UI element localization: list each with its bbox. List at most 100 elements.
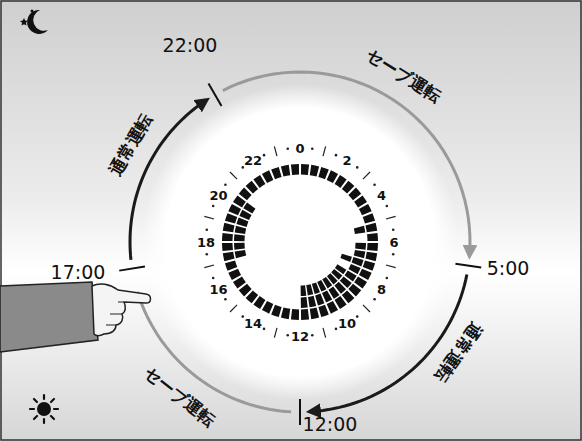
bar-cell bbox=[301, 309, 309, 320]
bar-cell bbox=[243, 203, 255, 214]
time-tick bbox=[209, 84, 222, 107]
half-hour-dot bbox=[286, 148, 289, 151]
bar-cell bbox=[355, 243, 366, 250]
bar-cell bbox=[365, 223, 377, 232]
hour-tick bbox=[204, 216, 214, 219]
bar-cell bbox=[271, 167, 281, 179]
bar-cell bbox=[228, 269, 241, 280]
bar-cell bbox=[225, 260, 237, 270]
bar-ring bbox=[222, 164, 378, 320]
hour-tick bbox=[230, 305, 237, 312]
half-hour-dot bbox=[335, 154, 338, 157]
time-tick bbox=[455, 264, 481, 268]
mode-arc bbox=[137, 292, 291, 412]
bar-cell bbox=[308, 296, 316, 308]
bar-cell bbox=[363, 213, 375, 223]
half-hour-dot bbox=[392, 228, 395, 231]
bar-cell bbox=[354, 195, 367, 207]
hour-tick bbox=[323, 146, 326, 156]
time-label: 12:00 bbox=[303, 415, 358, 434]
bar-cell bbox=[291, 309, 299, 320]
half-hour-dot bbox=[241, 166, 244, 169]
bar-cell bbox=[354, 226, 366, 234]
half-hour-dot bbox=[392, 253, 395, 256]
half-hour-dot bbox=[212, 205, 215, 208]
half-hour-dot bbox=[263, 154, 266, 157]
hour-tick bbox=[274, 146, 277, 156]
bar-cell bbox=[365, 252, 377, 261]
bar-cell bbox=[262, 170, 273, 183]
bar-cell bbox=[318, 167, 328, 179]
hour-tick bbox=[386, 265, 396, 268]
hour-tick bbox=[363, 172, 370, 179]
hour-tick bbox=[204, 265, 214, 268]
bar-cell bbox=[233, 277, 246, 289]
bar-cell bbox=[301, 285, 307, 296]
half-hour-dot bbox=[356, 166, 359, 169]
bar-cell bbox=[291, 164, 299, 175]
bar-cell bbox=[354, 250, 366, 258]
dial-number: 6 bbox=[389, 236, 398, 249]
bar-cell bbox=[253, 175, 265, 188]
half-hour-dot bbox=[386, 205, 389, 208]
mode-arc bbox=[312, 274, 467, 411]
bar-cell bbox=[222, 233, 233, 241]
hour-tick bbox=[274, 328, 277, 338]
pointing-hand bbox=[0, 282, 151, 352]
half-hour-dot bbox=[241, 315, 244, 318]
bar-cell bbox=[281, 165, 290, 177]
bar-cell bbox=[222, 243, 233, 251]
bar-cell bbox=[301, 164, 309, 175]
time-tick bbox=[299, 399, 301, 425]
dial-number: 2 bbox=[342, 154, 351, 167]
hour-tick bbox=[363, 305, 370, 312]
sun-icon bbox=[30, 395, 58, 423]
bar-cell bbox=[225, 213, 237, 223]
bar-cell bbox=[312, 282, 320, 294]
bar-cell bbox=[301, 297, 308, 308]
half-hour-dot bbox=[311, 148, 314, 151]
half-hour-dot bbox=[356, 315, 359, 318]
bar-cell bbox=[318, 305, 328, 317]
half-hour-dot bbox=[386, 277, 389, 280]
bar-cell bbox=[335, 296, 347, 309]
bar-cell bbox=[322, 290, 332, 302]
half-hour-dot bbox=[206, 253, 209, 256]
half-hour-dot bbox=[224, 183, 227, 186]
dial-number: 0 bbox=[295, 142, 304, 155]
bar-cell bbox=[271, 305, 281, 317]
moon-icon bbox=[20, 10, 48, 34]
half-hour-dot bbox=[373, 183, 376, 186]
time-label: 22:00 bbox=[163, 36, 218, 55]
half-hour-dot bbox=[224, 298, 227, 301]
dial-number: 14 bbox=[244, 317, 262, 330]
half-hour-dot bbox=[373, 298, 376, 301]
half-hour-dot bbox=[263, 328, 266, 331]
half-hour-dot bbox=[206, 228, 209, 231]
bar-cell bbox=[310, 165, 319, 177]
half-hour-dot bbox=[286, 334, 289, 337]
dial-number: 20 bbox=[210, 189, 228, 202]
bar-cell bbox=[235, 250, 247, 258]
time-label: 17:00 bbox=[51, 263, 106, 282]
dial-number: 16 bbox=[210, 283, 228, 296]
bar-cell bbox=[281, 307, 290, 319]
bar-cell bbox=[306, 284, 313, 295]
hour-tick bbox=[323, 328, 326, 338]
dial-number: 8 bbox=[377, 283, 386, 296]
bar-cell bbox=[367, 233, 378, 241]
mode-arcs bbox=[119, 72, 481, 425]
bar-cell bbox=[363, 260, 375, 270]
half-hour-dot bbox=[335, 328, 338, 331]
bar-cell bbox=[327, 301, 338, 314]
bar-cell bbox=[223, 223, 235, 232]
bar-cell bbox=[359, 204, 372, 215]
bar-cell bbox=[367, 243, 378, 251]
dial-number: 12 bbox=[291, 330, 309, 343]
dial-number: 10 bbox=[338, 317, 356, 330]
bar-cell bbox=[223, 252, 235, 261]
dial-number: 22 bbox=[244, 154, 262, 167]
